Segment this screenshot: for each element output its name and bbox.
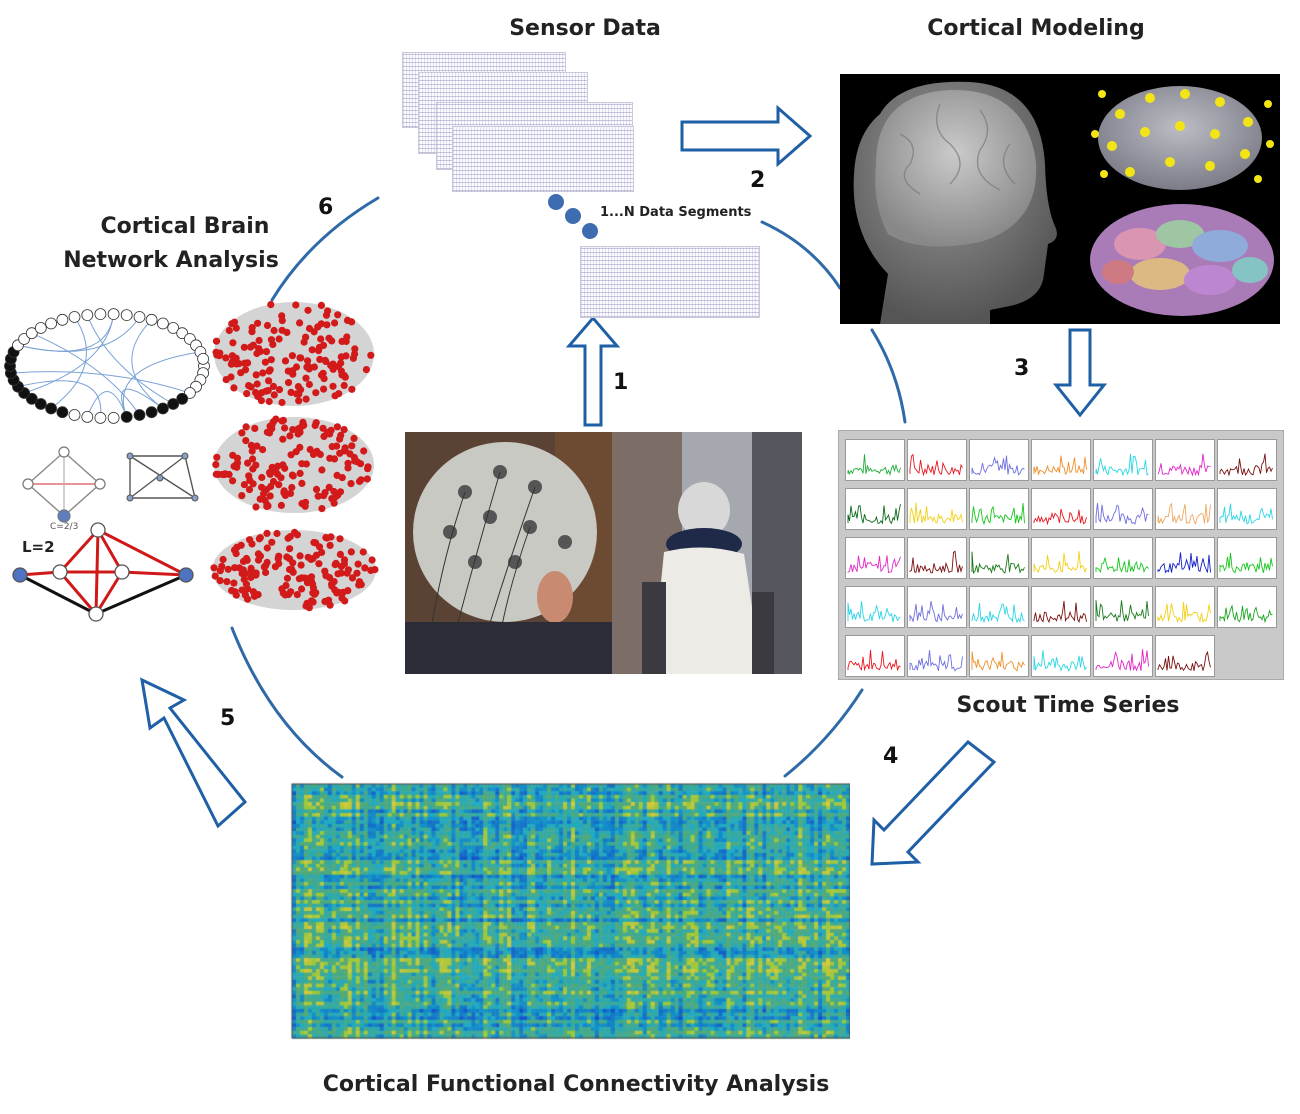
patient-cap: [678, 482, 730, 538]
network-title-line1: Cortical Brain: [100, 214, 270, 239]
brain-sensor-model: [1098, 86, 1262, 190]
arc-modeling-scout: [870, 328, 907, 424]
clustering-label: C=2/3: [50, 522, 79, 532]
sensor-sheet-segment-n: [580, 246, 760, 318]
arrow-step-5: [140, 677, 248, 829]
scout-series-plot: [907, 635, 967, 677]
scout-series-plot: [969, 537, 1029, 579]
arrow-step-1: [565, 315, 621, 427]
scout-series-plot: [1217, 537, 1277, 579]
cortical-modeling-image: [840, 74, 1280, 324]
scout-series-plot: [969, 586, 1029, 628]
scout-time-series-panel: [838, 430, 1284, 680]
scout-series-plot: [1155, 537, 1215, 579]
brain-inside-head: [875, 89, 1037, 247]
eeg-cap-photo-left: [405, 432, 612, 674]
scout-series-plot: [969, 439, 1029, 481]
scout-series-plot: [907, 439, 967, 481]
scout-series-plot: [1217, 439, 1277, 481]
connectivity-heatmap: [284, 780, 850, 1046]
scout-series-plot: [1093, 635, 1153, 677]
path-length-label: L=2: [22, 538, 55, 556]
scout-series-plot: [1031, 488, 1091, 530]
scout-series-plot: [1217, 488, 1277, 530]
arc-network-connectivity: [230, 626, 344, 779]
sensor-markers: [1091, 89, 1274, 183]
scout-series-plot: [969, 488, 1029, 530]
arrow-step-2: [680, 104, 813, 168]
sensor-data-title: Sensor Data: [509, 16, 661, 41]
step-number-1: 1: [613, 370, 629, 395]
scout-series-plot: [845, 586, 905, 628]
ear: [537, 571, 573, 623]
scout-series-plot: [907, 586, 967, 628]
scout-series-plot: [1155, 635, 1215, 677]
scout-series-plot: [845, 439, 905, 481]
cortical-modeling-title: Cortical Modeling: [927, 16, 1145, 41]
patient-photo-right: [612, 432, 802, 674]
connectivity-title: Cortical Functional Connectivity Analysi…: [322, 1072, 830, 1097]
scout-series-plot: [1093, 488, 1153, 530]
scout-series-plot: [907, 537, 967, 579]
arc-sensor-network: [270, 196, 380, 302]
scout-series-plot: [1031, 586, 1091, 628]
scout-series-plot: [1031, 439, 1091, 481]
parcellation-regions: [1102, 220, 1268, 295]
scout-series-plot: [845, 537, 905, 579]
scout-series-plot: [1031, 635, 1091, 677]
step-number-2: 2: [750, 168, 766, 193]
arc-sensor-modeling: [760, 220, 842, 290]
scout-series-plot: [969, 635, 1029, 677]
chair: [642, 582, 666, 674]
step-number-3: 3: [1014, 356, 1030, 381]
scout-series-plot: [1155, 439, 1215, 481]
step-number-5: 5: [220, 706, 236, 731]
network-title-line2: Network Analysis: [63, 248, 279, 273]
step-number-4: 4: [883, 744, 899, 769]
scout-series-plot: [1093, 586, 1153, 628]
scout-series-plot: [1093, 439, 1153, 481]
scout-series-plot: [1155, 586, 1215, 628]
step-number-6: 6: [318, 195, 334, 220]
data-segments-label: 1...N Data Segments: [600, 205, 752, 220]
scout-series-plot: [1031, 537, 1091, 579]
arrow-step-3: [1052, 328, 1108, 418]
scout-series-plot: [1155, 488, 1215, 530]
scout-time-series-title: Scout Time Series: [956, 693, 1180, 718]
arrow-step-4: [870, 739, 997, 866]
sensor-sheet: [452, 126, 634, 192]
scout-series-plot: [845, 635, 905, 677]
scout-series-plot: [907, 488, 967, 530]
scout-series-plot: [1093, 537, 1153, 579]
connectivity-matrix: [284, 780, 850, 1046]
scout-series-plot: [845, 488, 905, 530]
patient-body: [652, 547, 762, 674]
head-model-graphic: [853, 81, 1274, 324]
arc-scout-connectivity: [783, 688, 864, 778]
scout-series-plot: [1217, 586, 1277, 628]
